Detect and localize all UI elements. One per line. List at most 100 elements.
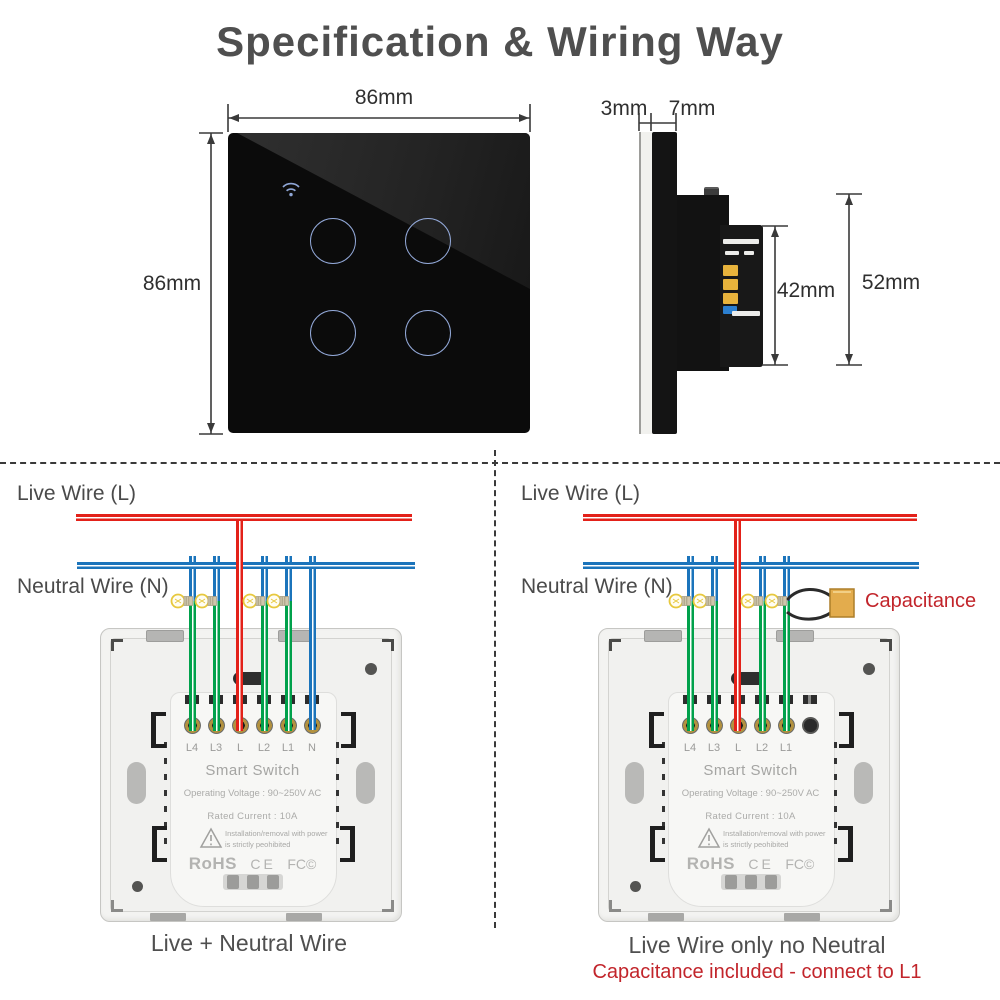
caption-live-only: Live Wire only no Neutral [628,932,886,958]
terminal-label: L4 [683,742,697,754]
warning-text: Installation/removal with power is stric… [225,828,337,850]
corner-mark [609,639,621,651]
live-wire-to-l [236,514,243,731]
product-name: Smart Switch [703,762,798,779]
panel-thickness-label: 7mm [668,97,716,120]
stitch-marks [834,742,837,854]
load-wire-l4 [189,601,196,731]
side-bracket [151,712,166,748]
fcc-logo: FC© [287,856,317,872]
neutral-drop-wire [711,556,718,601]
corner-mark [880,639,892,651]
screw-hole-dot [863,663,875,675]
neutral-wire-to-n [309,556,316,730]
load-wire-l3 [711,601,718,731]
corner-mark [111,639,123,651]
touch-button-circle [405,218,451,264]
terminal-pin [723,293,738,304]
touch-button-circle [310,310,356,356]
corner-mark [609,900,621,912]
caption-live-neutral: Live + Neutral Wire [150,930,348,956]
front-height-dimension [199,132,223,435]
terminal-label: L4 [185,742,199,754]
mounting-tab [150,913,186,921]
touch-button-circle [405,310,451,356]
terminal-label: L [734,742,742,754]
mounting-tab [648,913,684,921]
mounting-hole [356,762,375,804]
side-view-terminal-block [720,225,763,367]
section-divider-horizontal [0,462,1000,464]
certification-logos: RoHS CE FC© [668,854,833,874]
bottom-clip [721,874,781,890]
bottom-clip [223,874,283,890]
side-bracket [152,826,167,862]
side-bracket [340,826,355,862]
warning-line1: Installation/removal with power [225,829,328,838]
terminal-pin-neutral [723,306,737,314]
side-view-panel [652,132,677,434]
touch-button-circle [310,218,356,264]
caption-capacitance-note: Capacitance included - connect to L1 [592,961,922,983]
terminal-label: L2 [257,742,271,754]
neutral-bus-wire [77,562,415,569]
mounting-tab [146,630,184,642]
insert-depth-label: 42mm [776,279,836,302]
warning-line2: is strictly peohibited [723,840,789,849]
terminal-label: L3 [707,742,721,754]
rohs-logo: RoHS [188,854,237,873]
warning-text: Installation/removal with power is stric… [723,828,835,850]
load-wire-l4 [687,601,694,731]
load-wire-l1 [783,601,790,731]
switch-back-left: L4 L3 L L2 L1 N Smart Switch Operating V… [100,628,402,922]
live-wire-to-l [734,514,741,731]
mounting-hole [625,762,644,804]
warning-triangle-icon [697,827,721,848]
live-bus-wire [76,514,412,521]
corner-mark [382,900,394,912]
clip-tab [247,875,259,889]
neutral-drop-wire [261,556,268,601]
neutral-drop-wire [759,556,766,601]
neutral-drop-wire [285,556,292,601]
front-width-dimension-label: 86mm [354,86,414,109]
mounting-tab [286,913,322,921]
switch-back-right: L4 L3 L L2 L1 Smart Switch Operating Vol… [598,628,900,922]
wifi-icon [282,182,300,197]
terminal-block-slot [723,239,759,244]
clip-tab [227,875,239,889]
terminal-slot [803,695,817,704]
stitch-marks [164,742,167,854]
corner-mark [382,639,394,651]
mounting-tab [644,630,682,642]
warning-line2: is strictly peohibited [225,840,291,849]
page-title: Specification & Wiring Way [216,18,784,65]
terminal-label: L1 [779,742,793,754]
neutral-wire-label-left: Neutral Wire (N) [17,575,169,598]
front-height-dimension-label: 86mm [142,272,202,295]
terminal-pin [723,279,738,290]
side-bracket [341,712,356,748]
neutral-wire-label-right: Neutral Wire (N) [521,575,673,598]
load-wire-l2 [759,601,766,731]
stitch-marks [662,742,665,854]
total-depth-label: 52mm [861,271,921,294]
side-bracket [649,712,664,748]
capacitor-icon [785,588,855,621]
side-view-screw [704,187,719,198]
screw-hole-dot [365,663,377,675]
fcc-logo: FC© [785,856,815,872]
terminal-screw-unused [802,717,819,734]
side-bracket [838,826,853,862]
warning-triangle-icon [199,827,223,848]
terminal-pin [723,265,738,276]
side-bracket [650,826,665,862]
neutral-drop-wire [783,556,790,601]
current-spec: Rated Current : 10A [705,811,796,822]
switch-front-panel [228,133,530,433]
ce-logo: CE [250,856,276,872]
capacitance-label: Capacitance [865,590,977,612]
live-wire-label-right: Live Wire (L) [521,482,641,505]
neutral-bus-wire [583,562,919,569]
